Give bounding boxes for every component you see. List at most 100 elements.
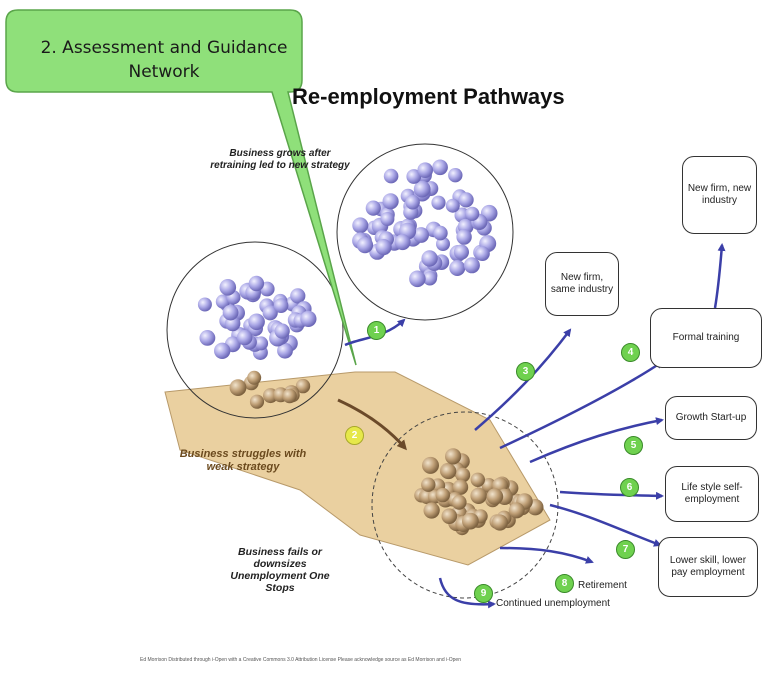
arrow-7: [549, 503, 662, 547]
sphere-tan: [470, 472, 485, 487]
arrow-5: [529, 417, 664, 464]
arrow-6: [559, 490, 664, 500]
sphere-purple: [290, 288, 306, 304]
box-formal-training: Formal training: [650, 308, 762, 368]
sphere-purple: [458, 192, 474, 208]
sphere-tan: [422, 456, 439, 474]
sphere-tan: [445, 448, 462, 465]
sphere-purple: [199, 330, 216, 346]
sphere-purple: [273, 298, 289, 313]
sphere-tan: [440, 463, 457, 480]
box-new-firm-new-industry: New firm, new industry: [682, 156, 757, 234]
sphere-purple: [197, 297, 212, 312]
sphere-purple: [431, 195, 446, 210]
label-business-fails: Business fails or downsizes Unemployment…: [230, 546, 330, 594]
sphere-purple: [406, 169, 422, 184]
sphere-tan: [455, 467, 471, 483]
sphere-purple: [236, 329, 253, 346]
box-lower-skill-text: Lower skill, lower pay employment: [669, 555, 747, 578]
callout-title-line2: Network: [128, 62, 200, 82]
box-formal-training-text: Formal training: [672, 332, 740, 343]
arrow-4: [499, 360, 664, 450]
sphere-tan: [282, 388, 297, 404]
badge-1: 1: [367, 321, 386, 340]
sphere-purple: [465, 206, 480, 221]
sphere-purple: [380, 212, 395, 226]
sphere-tan: [441, 508, 458, 524]
box-lifestyle-self-employment: Life style self-employment: [665, 466, 759, 522]
sphere-purple: [453, 244, 469, 260]
sphere-purple: [382, 193, 399, 210]
label-business-struggles: Business struggles with weak strategy: [179, 448, 307, 473]
sphere-purple: [409, 270, 426, 288]
box-new-firm-same-industry: New firm, same industry: [545, 252, 619, 316]
sphere-tan: [508, 502, 525, 519]
sphere-purple: [365, 200, 381, 216]
sphere-purple: [277, 342, 293, 359]
sphere-tan: [470, 487, 487, 504]
sphere-purple: [417, 162, 434, 178]
badge-5: 5: [624, 436, 643, 455]
sphere-tan: [435, 487, 450, 503]
sphere-purple: [432, 159, 448, 176]
footer-credit: Ed Morrison Distributed through i-Open w…: [140, 657, 461, 663]
sphere-tan: [249, 394, 265, 409]
outcome-retirement: Retirement: [578, 580, 627, 591]
sphere-purple: [421, 250, 438, 267]
sphere-purple: [413, 227, 429, 243]
sphere-purple: [222, 304, 239, 321]
box-lower-skill-employment: Lower skill, lower pay employment: [658, 537, 758, 597]
sphere-purple: [352, 217, 369, 234]
badge-6: 6: [620, 478, 639, 497]
label-business-grows: Business grows after retraining led to n…: [210, 148, 350, 171]
badge-2: 2: [345, 426, 364, 445]
callout-title: 2. Assessment and Guidance Network: [14, 36, 314, 84]
sphere-purple: [448, 168, 463, 183]
sphere-purple: [456, 229, 472, 245]
sphere-purple: [300, 310, 317, 327]
arrow-3: [474, 328, 572, 431]
sphere-purple: [356, 237, 374, 254]
box-new-firm-same-industry-text: New firm, same industry: [550, 272, 614, 295]
sphere-purple: [262, 305, 278, 321]
sphere-purple: [413, 180, 431, 198]
sphere-purple: [436, 237, 450, 251]
sphere-tan: [462, 512, 479, 530]
sphere-purple: [254, 336, 269, 351]
sphere-tan: [451, 494, 467, 510]
sphere-tan: [421, 477, 436, 492]
sphere-purple: [214, 342, 231, 359]
sphere-purple: [445, 198, 460, 213]
sphere-tan: [295, 378, 311, 394]
badge-4: 4: [621, 343, 640, 362]
box-growth-startup-text: Growth Start-up: [675, 412, 747, 423]
callout-bubble: [5, 9, 357, 366]
sphere-clusters: [197, 159, 544, 536]
sphere-purple: [394, 234, 411, 251]
sphere-purple: [248, 313, 265, 331]
sphere-purple: [274, 323, 290, 339]
badge-7: 7: [616, 540, 635, 559]
small-business-circle: [166, 241, 344, 419]
sphere-purple: [475, 246, 490, 261]
sphere-tan: [247, 370, 262, 385]
arrow-8: [499, 546, 594, 564]
badge-9: 9: [474, 584, 493, 603]
struggle-arrow: [337, 398, 407, 451]
dashed-circle: [371, 411, 559, 599]
sphere-purple: [248, 275, 265, 292]
diagram-title: Re-employment Pathways: [292, 84, 565, 109]
sphere-tan: [491, 514, 508, 531]
sphere-tan: [452, 479, 469, 495]
arrow-9: [438, 577, 496, 609]
sphere-tan: [486, 488, 504, 505]
sphere-purple: [422, 271, 438, 286]
sphere-purple: [433, 225, 448, 241]
sphere-tan: [229, 379, 247, 396]
callout-title-line1: 2. Assessment and Guidance: [40, 38, 288, 58]
sphere-purple: [375, 239, 392, 256]
sphere-purple: [219, 279, 237, 296]
sphere-tan: [423, 502, 440, 519]
box-new-firm-new-industry-text: New firm, new industry: [687, 183, 752, 206]
arrow-training: [713, 243, 726, 309]
